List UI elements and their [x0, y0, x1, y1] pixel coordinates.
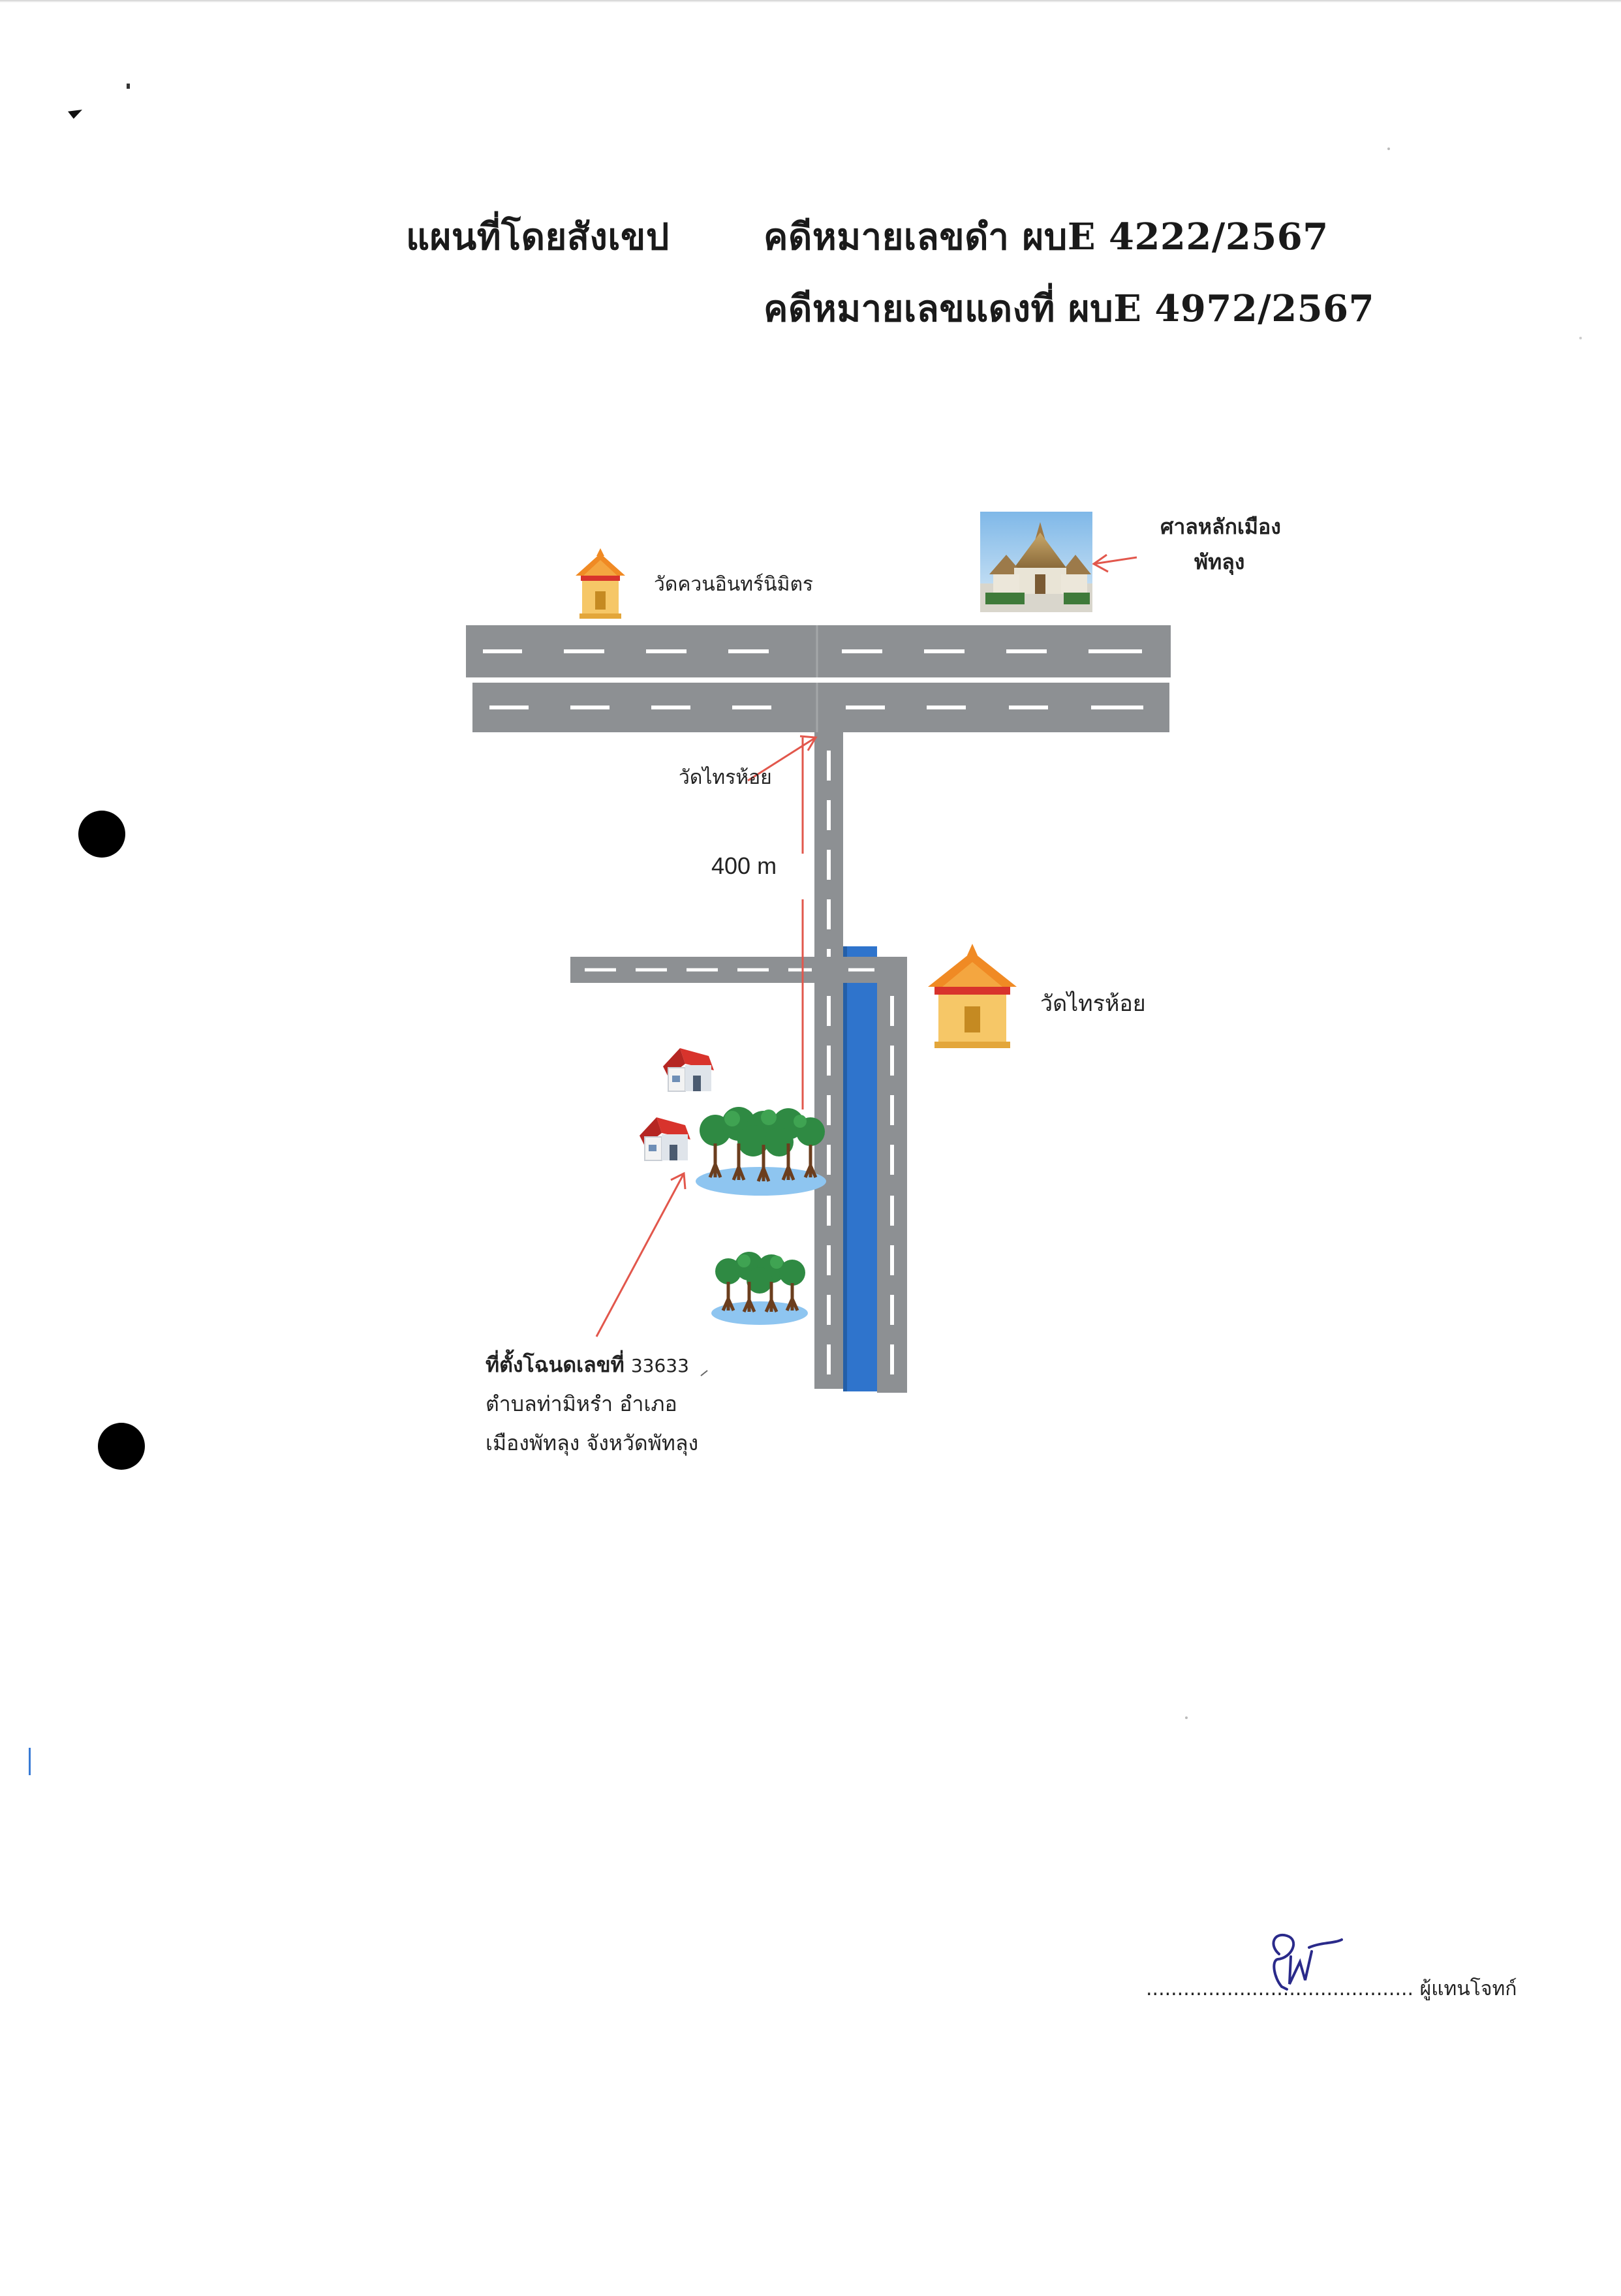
- main-road-lower: [472, 683, 1169, 732]
- parcel-deed-number: 33633: [630, 1355, 689, 1376]
- punch-hole-bottom: [98, 1423, 145, 1470]
- distance-label: 400 m: [711, 852, 777, 879]
- parcel-deed-prefix: ที่ตั้งโฉนดเลขที่: [486, 1352, 625, 1377]
- temple-right-label: วัดไทรห้อย: [1040, 991, 1146, 1017]
- parcel-line1: ที่ตั้งโฉนดเลขที่ 33633: [486, 1348, 689, 1382]
- canal: [843, 946, 877, 1391]
- canal-side-road: [877, 961, 907, 1393]
- signature-mark: [1272, 1933, 1343, 1991]
- main-road-upper: [466, 625, 1171, 677]
- city-pillar-shrine-image: [980, 512, 1092, 612]
- temple-junction-label: วัดไทรห้อย: [679, 766, 772, 789]
- scan-speck: [127, 84, 130, 89]
- signature-line: ........................................…: [1146, 1974, 1517, 2004]
- signature-role: ผู้แทนโจทก์: [1419, 1978, 1517, 2000]
- punch-hole-top: [78, 811, 125, 858]
- cross-road: [570, 957, 907, 983]
- scan-edge-shadow: [0, 0, 1621, 3]
- city-pillar-label-line2: พัทลุง: [1194, 550, 1245, 574]
- parcel-line2: ตำบลท่ามิหรำ อำเภอ: [486, 1391, 677, 1416]
- mangrove-icon: [711, 1252, 808, 1325]
- house-icon: [640, 1117, 690, 1161]
- parcel-line3: เมืองพัทลุง จังหวัดพัทลุง: [486, 1431, 699, 1455]
- signature-dots: ........................................…: [1146, 1978, 1414, 2000]
- city-pillar-label-line1: ศาลหลักเมือง: [1160, 514, 1281, 539]
- pointer-lines: [595, 553, 1137, 1337]
- black-case-number: คดีหมายเลขดำ ผบE 4222/2567: [764, 215, 1329, 258]
- temple-icon: [928, 944, 1017, 1048]
- temple-icon: [576, 548, 625, 619]
- house-icon: [663, 1048, 714, 1092]
- scan-speck: [29, 1748, 31, 1775]
- red-case-number: คดีหมายเลขแดงที่ ผบE 4972/2567: [764, 287, 1375, 330]
- mangrove-icon: [696, 1107, 826, 1196]
- map-title: แผนที่โดยสังเขป: [406, 215, 670, 258]
- side-road-vertical: [814, 732, 843, 1389]
- temple-top-label: วัดควนอินทร์นิมิตร: [654, 573, 814, 596]
